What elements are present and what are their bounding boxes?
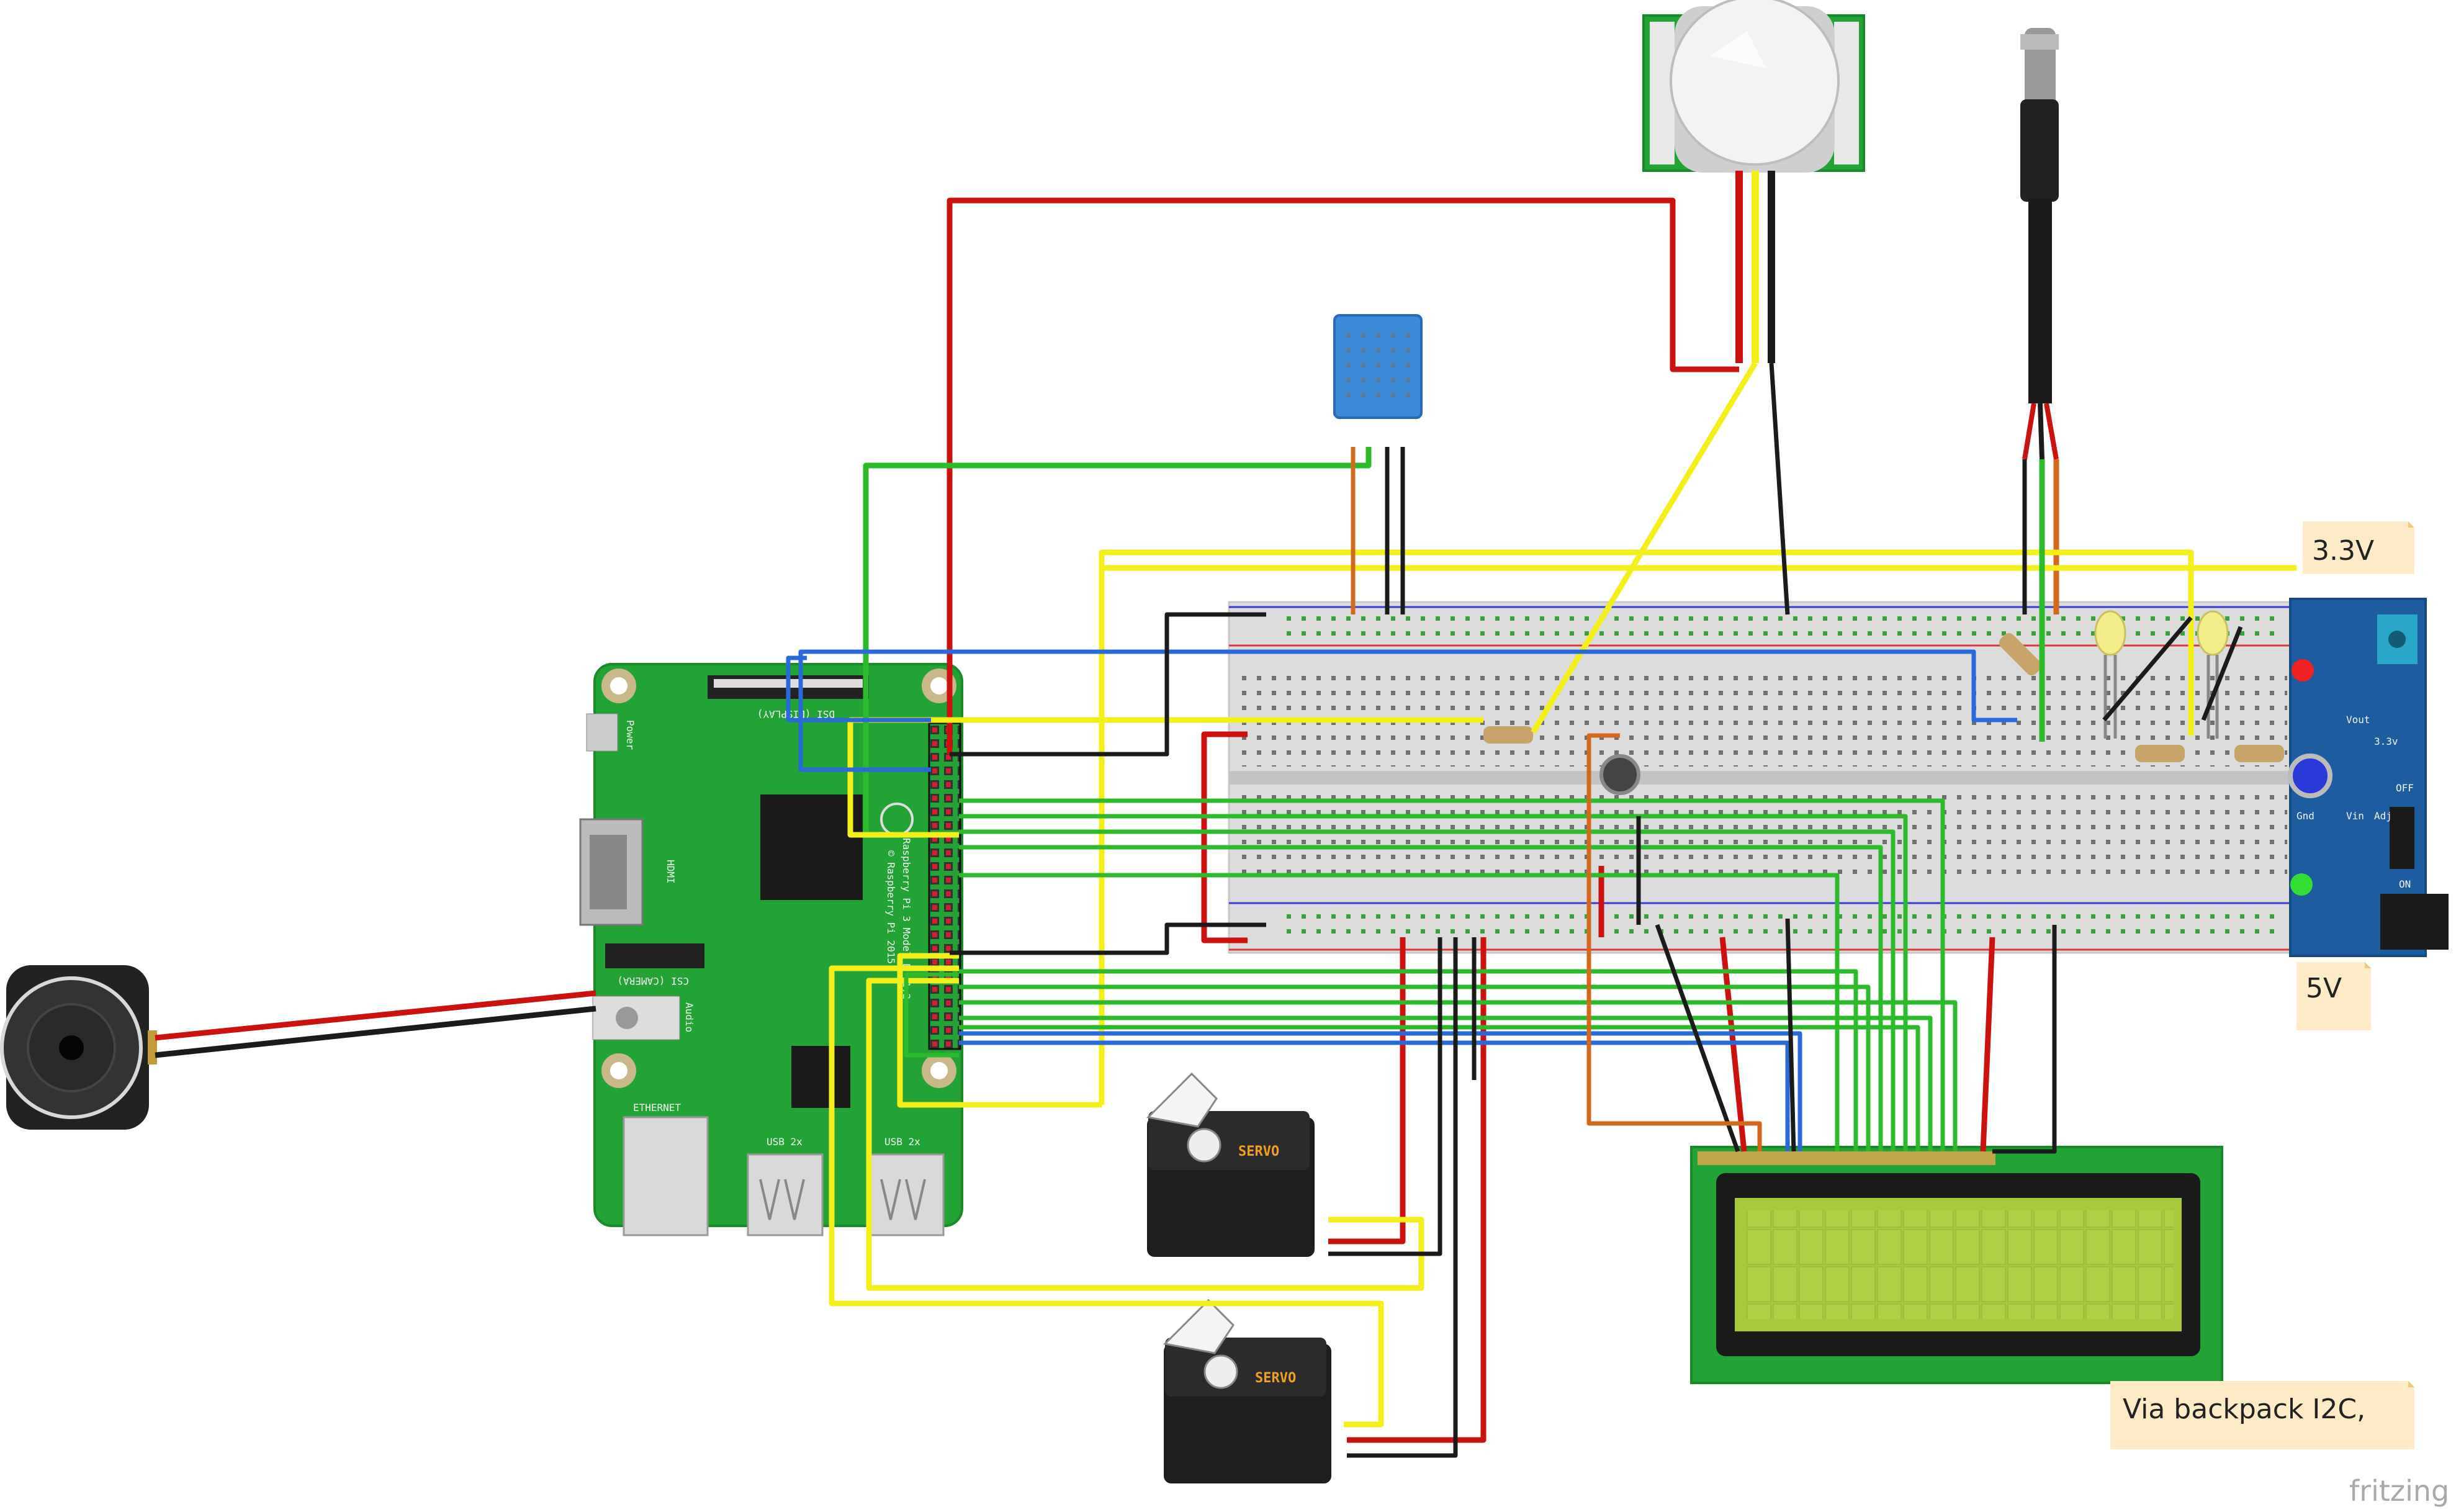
adjust-pot [2288, 754, 2332, 798]
led-red-icon [2292, 659, 2314, 682]
usb-port-1 [747, 1153, 824, 1236]
note-5v: 5V [2296, 962, 2371, 1030]
soc-chip [760, 794, 863, 900]
potentiometer [1599, 754, 1640, 795]
wires [786, 197, 2296, 1458]
led-green-icon [2290, 873, 2313, 896]
audio-label: Audio [683, 1002, 695, 1032]
model-label: Raspberry Pi 3 Model B v1.2 [901, 838, 912, 999]
wire-yellow [1099, 549, 2194, 1105]
wire-blue [959, 1031, 1802, 1151]
wire-black [2201, 626, 2243, 721]
note-3v3: 3.3V [2303, 521, 2414, 574]
wire-red [1347, 937, 1487, 1443]
csi-label: CSI (CAMERA) [617, 975, 689, 987]
wire-red [1328, 937, 1406, 1244]
wire-green [959, 984, 1871, 1151]
wire-red [1201, 731, 1248, 943]
wire-black [1769, 362, 1790, 615]
note-5v-text: 5V [2306, 973, 2342, 1004]
wire-yellow [897, 953, 1102, 1108]
leds [2094, 610, 2229, 739]
wire-red [947, 197, 1739, 754]
note-3v3-text: 3.3V [2312, 535, 2374, 567]
wire-green [959, 1000, 1958, 1151]
hdmi-label: HDMI [665, 860, 677, 884]
speaker-wire-black [155, 1006, 596, 1058]
usb2-label: USB 2x [884, 1136, 920, 1148]
psu-adj: Adj [2374, 810, 2392, 822]
wire-blue [786, 655, 931, 722]
psu-vin: Vin [2346, 810, 2364, 822]
servo-1: SERVO [1146, 1072, 1315, 1257]
wire-black [1992, 925, 2057, 1154]
speaker [0, 965, 157, 1130]
wire-green [904, 972, 959, 1058]
psu-33: 3.3v [2374, 736, 2398, 747]
wire-red [1980, 937, 1995, 1152]
note-i2c-text: Via backpack I2C, [2123, 1393, 2365, 1425]
resistors [1483, 632, 2284, 762]
breadboard [1228, 601, 2298, 954]
psu-on: ON [2399, 878, 2411, 890]
wire-black [2102, 616, 2193, 722]
note-i2c: Via backpack I2C, [2110, 1381, 2414, 1449]
ethernet-label: ETHERNET [633, 1102, 681, 1114]
wire-black [1785, 918, 1796, 1152]
wire-black [1347, 937, 1458, 1458]
gpio-header [928, 722, 961, 1050]
wire-green [863, 447, 1372, 832]
csi-connector [605, 943, 704, 968]
psu-off: OFF [2396, 782, 2414, 794]
usb-port-2 [868, 1153, 945, 1236]
wire-yellow [829, 965, 1384, 1428]
ethernet-port [623, 1116, 709, 1236]
usb1-label: USB 2x [767, 1136, 803, 1148]
copyright-label: © Raspberry Pi 2015 [885, 850, 897, 964]
wire-green [959, 969, 1858, 1151]
wire-green [959, 814, 1908, 1151]
wire-black [1328, 937, 1442, 1256]
wire-green [959, 873, 1840, 1151]
fritzing-logo: fritzing [2349, 1474, 2449, 1508]
lcd-16x2 [1690, 1146, 2223, 1384]
wire-black [950, 612, 1266, 757]
usb-chip [791, 1046, 850, 1108]
pir-sensor [1642, 0, 1865, 173]
wire-black [950, 922, 1266, 955]
psu-gnd: Gnd [2296, 810, 2314, 822]
servo-2: SERVO [1163, 1298, 1331, 1483]
wire-blue [959, 1040, 1790, 1151]
wire-green [959, 798, 1945, 1151]
servo-2-label: SERVO [1255, 1370, 1296, 1386]
wire-yellow [866, 978, 1424, 1291]
raspberry-pi: DSI (DISPLAY) Power HDMI CSI (CAMERA) Au… [579, 663, 963, 1236]
wire-orange [1586, 733, 1762, 1151]
servo-1-label: SERVO [1238, 1144, 1279, 1159]
wire-green [959, 1015, 1933, 1151]
psu-vout: Vout [2346, 714, 2370, 726]
wire-blue [798, 649, 2017, 772]
temperature-probe [2020, 28, 2059, 403]
wire-black [1655, 924, 1740, 1153]
wire-yellow [1531, 361, 1758, 734]
wire-green [959, 1025, 1920, 1151]
power-supply-module: Vout 3.3v OFF Adj ON Gnd Vin [2288, 598, 2449, 957]
speaker-wire-red [155, 990, 596, 1041]
dht11-sensor [1333, 314, 1423, 419]
wire-green [959, 845, 1883, 1151]
power-port [586, 713, 618, 752]
power-label: Power [624, 720, 636, 750]
wire-green [959, 829, 1896, 1151]
dsi-label: DSI (DISPLAY) [757, 708, 835, 720]
